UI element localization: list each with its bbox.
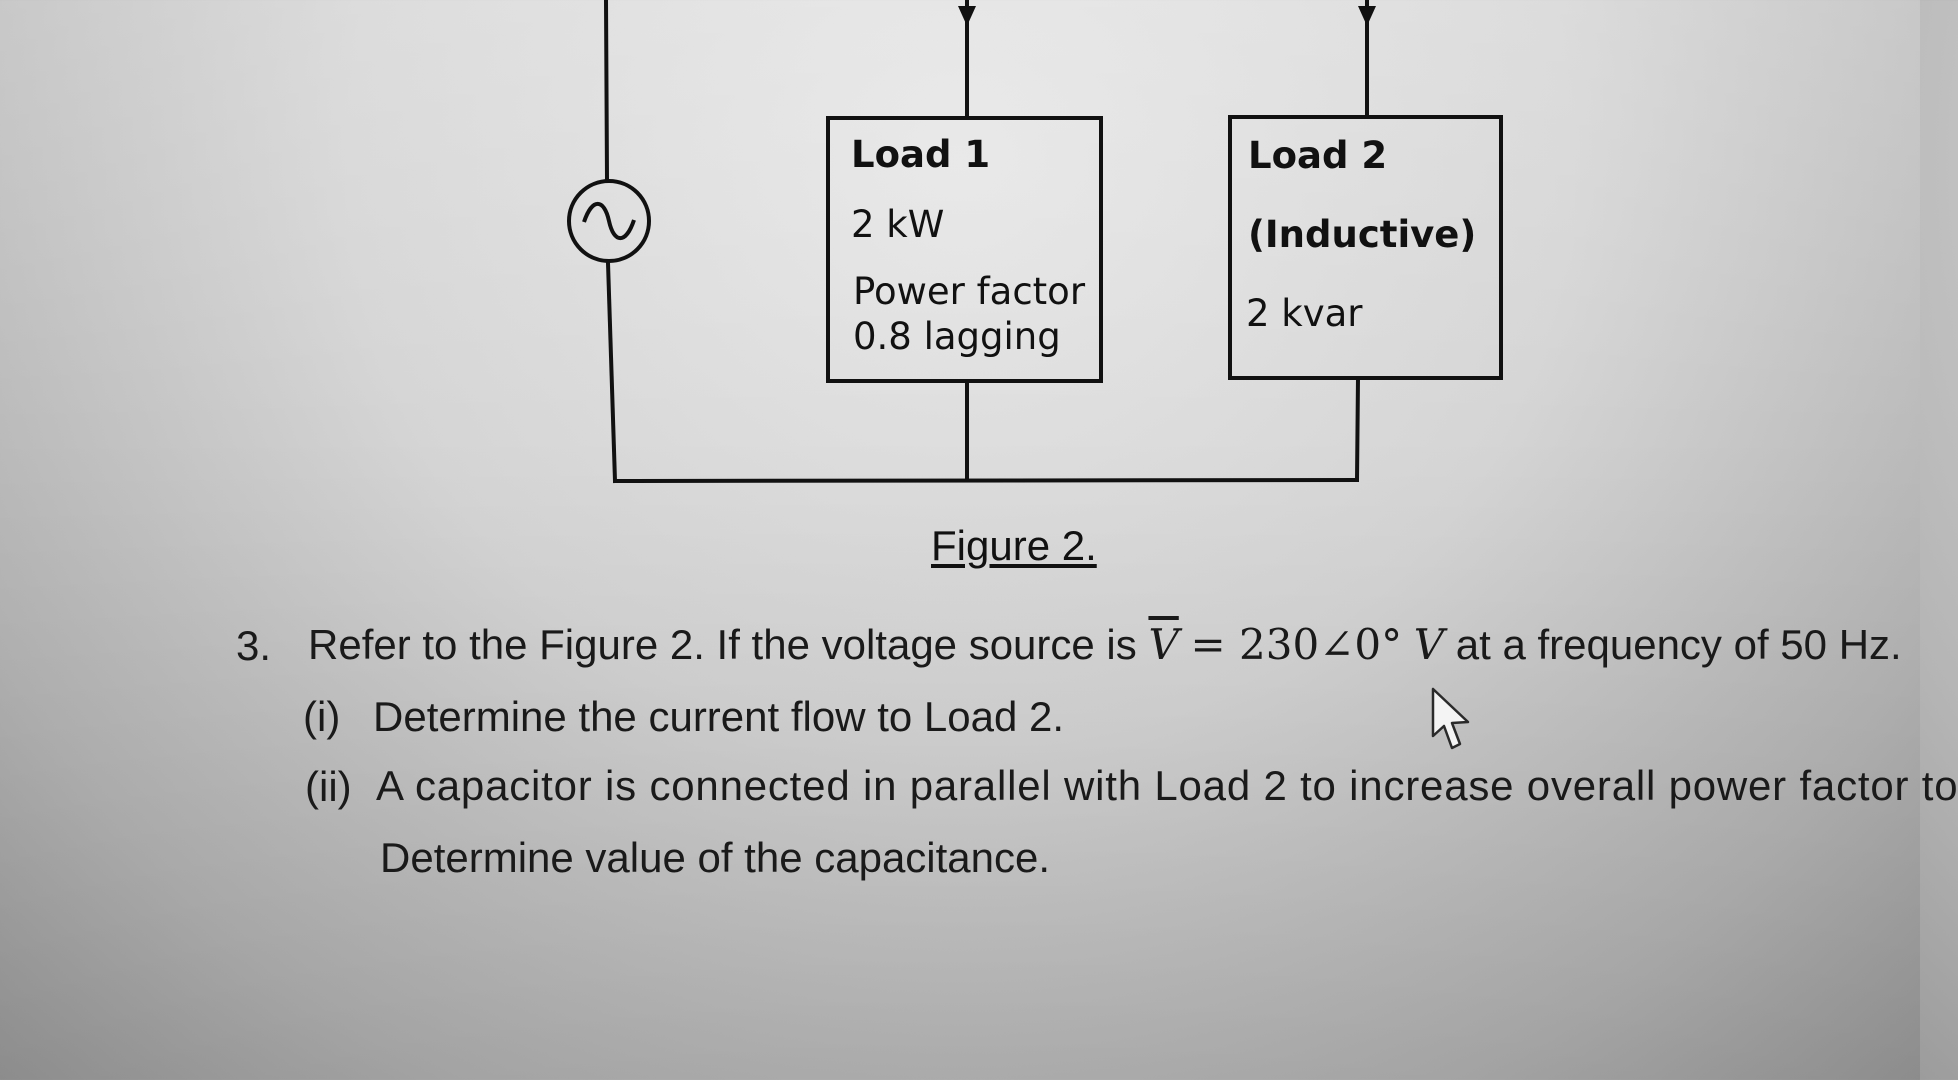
question-stem: Refer to the Figure 2. If the voltage so… [308, 620, 1902, 669]
load1-arrow-icon [958, 6, 976, 26]
part-i-text: Determine the current flow to Load 2. [373, 693, 1065, 740]
load2-bottom-wire [1354, 375, 1361, 483]
question-stem-after: at a frequency of 50 Hz. [1455, 621, 1902, 668]
question-stem-before: Refer to the Figure 2. If the voltage so… [308, 621, 1137, 668]
source-wire-bottom [605, 260, 618, 484]
load1-power: 2 kW [851, 203, 945, 246]
bottom-bus-wire [612, 477, 1360, 484]
part-ii-label: (ii) [305, 763, 352, 810]
source-wire-top [603, 0, 610, 183]
load1-box [826, 116, 1103, 383]
load2-title: Load 2 [1248, 134, 1388, 177]
voltage-value: = 230∠0° [1190, 620, 1403, 669]
load1-title: Load 1 [851, 133, 991, 176]
question-number: 3. [236, 622, 272, 669]
part-ii-text: A capacitor is connected in parallel wit… [376, 762, 1958, 809]
part-ii-text-continued: Determine value of the capacitance. [380, 834, 1051, 881]
load2-type: (Inductive) [1248, 213, 1477, 256]
figure-caption: Figure 2. [931, 522, 1097, 569]
voltage-unit: V [1413, 620, 1445, 669]
load1-pf-value: 0.8 lagging [853, 315, 1061, 358]
load2-reactive: 2 kvar [1246, 292, 1363, 335]
ac-voltage-source-icon [567, 179, 651, 263]
load1-pf-label: Power factor [853, 270, 1086, 313]
load2-box [1228, 115, 1503, 380]
voltage-symbol: V [1148, 620, 1179, 669]
load2-arrow-icon [1358, 6, 1376, 26]
part-i-label: (i) [303, 693, 341, 740]
mouse-pointer-icon [1431, 687, 1470, 750]
